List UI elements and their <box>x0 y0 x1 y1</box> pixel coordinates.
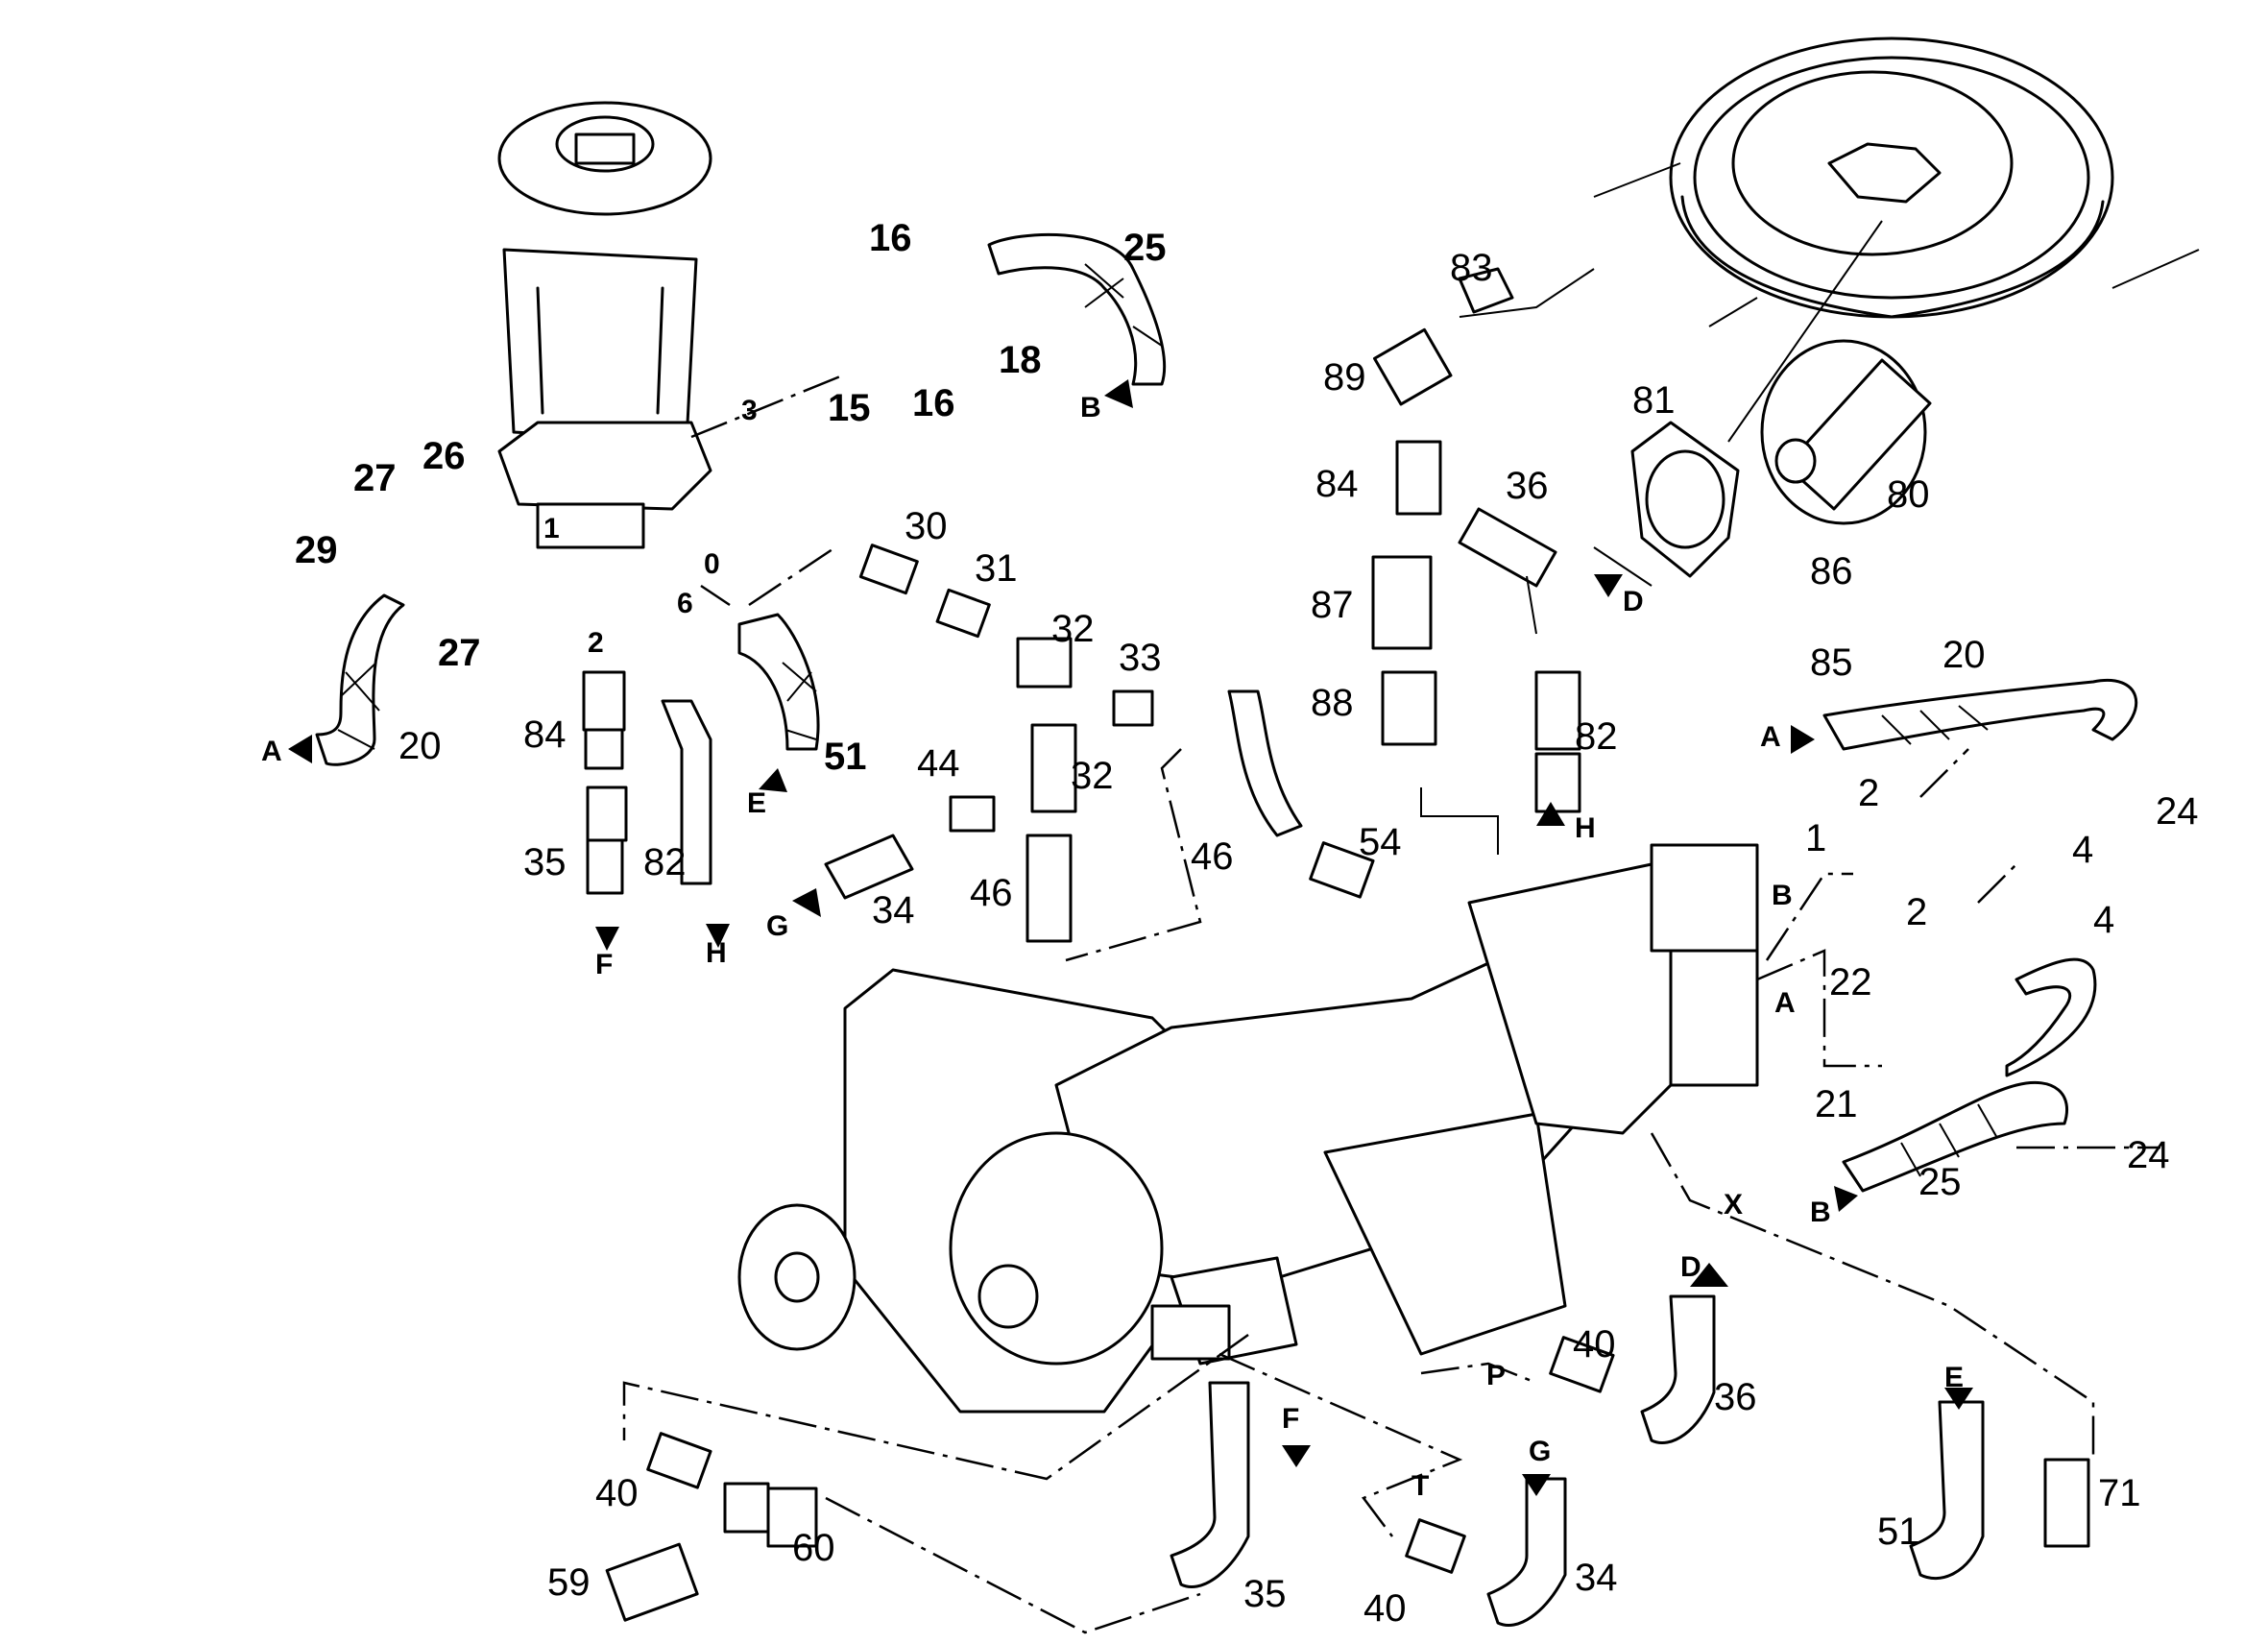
part-label-60: 60 <box>792 1527 835 1569</box>
part-label-24a: 24 <box>2156 790 2199 833</box>
part-label-35a: 35 <box>523 841 567 883</box>
swing-motor <box>497 101 712 549</box>
part-label-54: 54 <box>1359 821 1402 863</box>
part-label-25a: 25 <box>1123 227 1167 269</box>
part-label-4a: 4 <box>2072 829 2094 871</box>
hose-20-right <box>1822 679 2138 751</box>
part-label-51b: 51 <box>1877 1511 1920 1553</box>
part-label-2b: 2 <box>1858 772 1880 814</box>
part-label-46b: 46 <box>1191 835 1234 878</box>
part-label-1b: 1 <box>1805 817 1827 859</box>
conn-label-G2: G <box>1529 1436 1552 1467</box>
conn-label-H2: H <box>1575 812 1596 844</box>
conn-label-G1: G <box>766 910 789 942</box>
part-label-2c: 2 <box>1906 891 1928 933</box>
hose-20-left <box>315 593 405 766</box>
part-label-86: 86 <box>1810 550 1853 592</box>
transmission-housing <box>737 843 1759 1414</box>
part-label-46a: 46 <box>970 872 1013 914</box>
conn-label-E2: E <box>1944 1362 1965 1393</box>
part-label-71: 71 <box>2098 1472 2141 1514</box>
part-label-6: 6 <box>677 588 693 619</box>
part-label-31: 31 <box>975 547 1018 590</box>
conn-label-B3: B <box>1810 1197 1831 1228</box>
part-label-83: 83 <box>1450 247 1493 289</box>
part-label-82b: 82 <box>1575 715 1618 758</box>
part-label-4b: 4 <box>2093 899 2115 941</box>
part-label-25b: 25 <box>1918 1161 1962 1203</box>
conn-label-X1: X <box>1724 1189 1744 1221</box>
part-label-59: 59 <box>547 1561 591 1604</box>
conn-label-A1: A <box>261 736 282 767</box>
flow-arrows <box>288 379 1973 1496</box>
part-label-84a: 84 <box>523 713 567 756</box>
part-label-32a: 32 <box>1051 608 1095 650</box>
part-label-29: 29 <box>295 529 338 571</box>
part-label-85: 85 <box>1810 641 1853 684</box>
part-label-34a: 34 <box>872 889 915 931</box>
leader-lines <box>622 220 2160 1634</box>
conn-label-A3: A <box>1774 987 1796 1019</box>
conn-label-F1: F <box>595 949 614 980</box>
conn-label-D1: D <box>1623 586 1644 617</box>
part-label-3: 3 <box>741 395 758 426</box>
hose-25-right <box>1842 957 2097 1193</box>
part-label-20b: 20 <box>1942 634 1986 676</box>
bracket-81 <box>1630 421 1740 578</box>
hose-51-left <box>737 613 820 751</box>
part-label-16b: 16 <box>912 382 955 424</box>
hose-25-top <box>987 232 1167 386</box>
part-label-0: 0 <box>704 548 720 580</box>
fittings-left <box>582 544 1375 943</box>
part-label-51a: 51 <box>824 736 867 778</box>
part-label-18: 18 <box>999 339 1042 381</box>
part-label-40c: 40 <box>1363 1587 1407 1630</box>
slewing-ring <box>1593 36 2200 319</box>
part-label-16a: 16 <box>869 217 912 259</box>
part-label-84b: 84 <box>1315 463 1359 505</box>
part-label-33: 33 <box>1119 637 1162 679</box>
part-label-40a: 40 <box>1573 1323 1616 1366</box>
part-label-89: 89 <box>1323 356 1366 399</box>
conn-label-A2: A <box>1760 721 1781 753</box>
part-label-34b: 34 <box>1575 1557 1618 1599</box>
part-label-27a: 27 <box>353 457 397 499</box>
part-label-40b: 40 <box>595 1472 639 1514</box>
part-label-30: 30 <box>905 505 948 547</box>
part-label-88: 88 <box>1311 682 1354 724</box>
part-label-1a: 1 <box>543 513 560 544</box>
part-label-2a: 2 <box>588 627 604 659</box>
conn-label-E1: E <box>747 787 767 819</box>
part-label-44: 44 <box>917 742 960 785</box>
part-label-87: 87 <box>1311 584 1354 626</box>
part-label-81: 81 <box>1632 379 1676 422</box>
part-label-82a: 82 <box>643 841 687 883</box>
part-label-15: 15 <box>828 387 871 429</box>
accumulator-80 <box>1760 339 1932 525</box>
conn-label-T1: T <box>1411 1470 1430 1502</box>
part-label-80: 80 <box>1887 473 1930 516</box>
conn-label-F2: F <box>1282 1403 1300 1435</box>
part-label-35b: 35 <box>1243 1573 1287 1615</box>
conn-label-H1: H <box>706 937 727 969</box>
part-label-26: 26 <box>422 435 466 477</box>
part-label-24b: 24 <box>2127 1134 2170 1176</box>
fittings-column <box>1371 267 1581 813</box>
part-label-21: 21 <box>1815 1083 1858 1125</box>
part-label-22: 22 <box>1829 961 1872 1003</box>
conn-label-B2: B <box>1772 880 1793 911</box>
part-label-27b: 27 <box>438 632 481 674</box>
conn-label-P1: P <box>1486 1360 1507 1391</box>
fittings-bottom <box>605 1294 2090 1628</box>
part-label-36a: 36 <box>1506 465 1549 507</box>
part-label-20a: 20 <box>398 725 442 767</box>
conn-label-D2: D <box>1680 1251 1701 1283</box>
part-label-36b: 36 <box>1714 1376 1757 1418</box>
conn-label-B1: B <box>1080 392 1101 423</box>
part-label-32b: 32 <box>1071 755 1114 797</box>
